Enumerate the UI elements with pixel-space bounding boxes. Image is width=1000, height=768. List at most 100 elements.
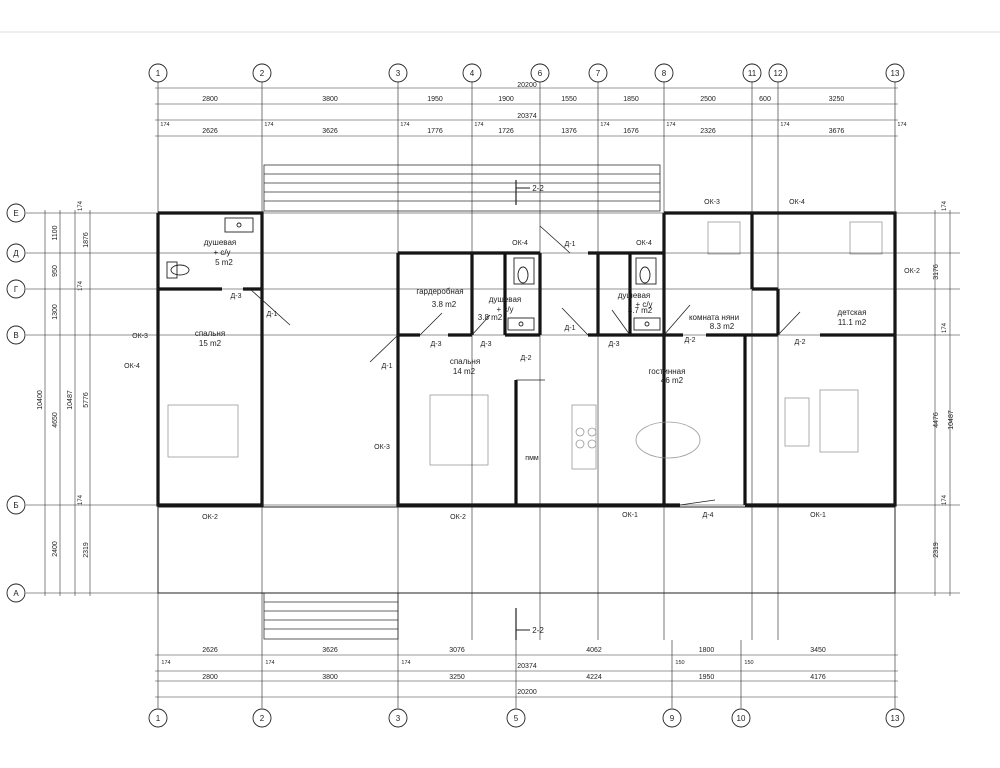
room-nanny-area: 8.3 m2 (710, 322, 735, 331)
room-bed1-area: 15 m2 (199, 339, 222, 348)
dim-bottom-outer-value: 4224 (586, 674, 602, 681)
dim-top-outer-value: 1550 (561, 96, 577, 103)
dim-top-inner-value: 2626 (202, 128, 218, 135)
tag-ok2-mid: ОК-2 (450, 514, 466, 521)
dim-left-overall: 10400 (37, 390, 44, 410)
dim-top-174: 174 (400, 122, 409, 128)
dim-bottom-overall-inner: 20374 (517, 663, 537, 670)
dim-left-sec-2: 2319 (83, 542, 90, 558)
dim-left-segment: 4650 (52, 412, 59, 428)
axis-label-top: 7 (596, 69, 601, 78)
room-wardrobe-name: гардеробная (416, 287, 463, 296)
dim-right-overall: 10487 (948, 410, 955, 430)
dim-right-174b: 174 (942, 322, 948, 333)
dim-top-overall-inner: 20374 (517, 113, 537, 120)
section-top: 2-2 (532, 184, 544, 193)
dim-left-segment: 1100 (52, 225, 59, 240)
dim-top-inner-value: 3676 (829, 128, 845, 135)
section-bottom: 2-2 (532, 626, 544, 635)
dim-top-174: 174 (666, 122, 675, 128)
dim-left-174c: 174 (78, 494, 84, 505)
dim-left-174b: 174 (78, 280, 84, 291)
dim-left-segment: 2400 (52, 541, 59, 557)
axis-label-bottom: 3 (396, 714, 401, 723)
dim-left-sec-0: 1876 (83, 232, 90, 248)
tag-d2-c: Д-2 (795, 339, 806, 346)
dim-top-inner-value: 1376 (561, 128, 577, 135)
room-bath1-name2: + с/у (213, 248, 230, 257)
dim-bottom-outer-value: 3250 (449, 674, 465, 681)
tag-pmm: пмм (525, 455, 539, 462)
dim-left-segment: 1300 (52, 304, 59, 320)
terrace-outline (157, 506, 896, 594)
dim-bottom-inner-value: 3450 (810, 647, 826, 654)
tag-d3-a: Д-3 (231, 293, 242, 300)
tag-d2-b: Д-2 (685, 337, 696, 344)
dim-bottom-174: 174 (161, 660, 170, 666)
stair-north (263, 164, 661, 212)
tag-ok2-right: ОК-2 (904, 268, 920, 275)
axis-bubble-top (885, 63, 905, 83)
dim-right-seg-1: 4476 (933, 412, 940, 428)
axis-label-top: 2 (260, 69, 265, 78)
axis-label-top: 4 (470, 69, 475, 78)
axis-bubble-bottom (885, 708, 905, 728)
dim-right-174c: 174 (942, 494, 948, 505)
dim-top-174: 174 (264, 122, 273, 128)
axis-label-bottom: 10 (737, 714, 746, 723)
room-bed2-name: спальня (450, 357, 480, 366)
tag-ok4-left: ОК-4 (124, 363, 140, 370)
tag-d3-b: Д-3 (431, 341, 442, 348)
opening-tags: ОК-3 ОК-4 ОК-2 ОК-3 ОК-2 ОК-1 ОК-1 ОК-2 … (124, 199, 920, 521)
tag-d1-d: Д-1 (565, 325, 576, 332)
dim-bottom-inner-value: 4062 (586, 647, 602, 654)
room-bath2-name: душевая (489, 295, 521, 304)
axis-label-bottom: 2 (260, 714, 265, 723)
axis-bubble-top (588, 63, 608, 83)
axis-label-left: Д (13, 249, 19, 258)
dim-top-overall-outer: 20200 (517, 82, 537, 89)
furniture (167, 221, 883, 470)
axis-label-top: 3 (396, 69, 401, 78)
room-kids-name: детская (838, 308, 867, 317)
axis-label-left: Б (13, 501, 18, 510)
dim-left-overall-secondary: 10487 (67, 390, 74, 410)
axis-label-bottom: 5 (514, 714, 519, 723)
dim-bottom-174: 174 (265, 660, 274, 666)
room-bath3-name: душевая (618, 291, 650, 300)
room-bath3-area: 3.7 m2 (628, 306, 653, 315)
axis-label-top: 1 (156, 69, 161, 78)
door-swings (249, 225, 801, 506)
axis-label-left: В (13, 331, 18, 340)
axis-bubble-bottom (388, 708, 408, 728)
dim-left-174a: 174 (78, 200, 84, 211)
axis-bubble-left (6, 243, 26, 263)
dim-top-outer-value: 2800 (202, 96, 218, 103)
axis-bubble-left (6, 203, 26, 223)
dim-bottom-overall-outer: 20200 (517, 689, 537, 696)
axis-bubble-top (462, 63, 482, 83)
axis-bubble-left (6, 495, 26, 515)
tag-d1-a: Д-1 (267, 311, 278, 318)
axis-bubble-top (148, 63, 168, 83)
tag-ok1-right: ОК-1 (810, 512, 826, 519)
stair-south (263, 592, 399, 640)
dim-bottom-150: 150 (744, 660, 753, 666)
axis-bubble-bottom (506, 708, 526, 728)
tag-ok2-left: ОК-2 (202, 514, 218, 521)
axis-bubble-left (6, 279, 26, 299)
dim-top-inner-value: 3626 (322, 128, 338, 135)
dim-bottom-outer-value: 4176 (810, 674, 826, 681)
dim-top-174: 174 (780, 122, 789, 128)
dim-bottom-inner-value: 3626 (322, 647, 338, 654)
axis-bubble-top (768, 63, 788, 83)
section-marks: 2-2 2-2 (515, 180, 544, 640)
tag-d3-c: Д-3 (481, 341, 492, 348)
axis-bubble-bottom (662, 708, 682, 728)
tag-d4: Д-4 (703, 512, 714, 519)
dim-top-inner-value: 1676 (623, 128, 639, 135)
